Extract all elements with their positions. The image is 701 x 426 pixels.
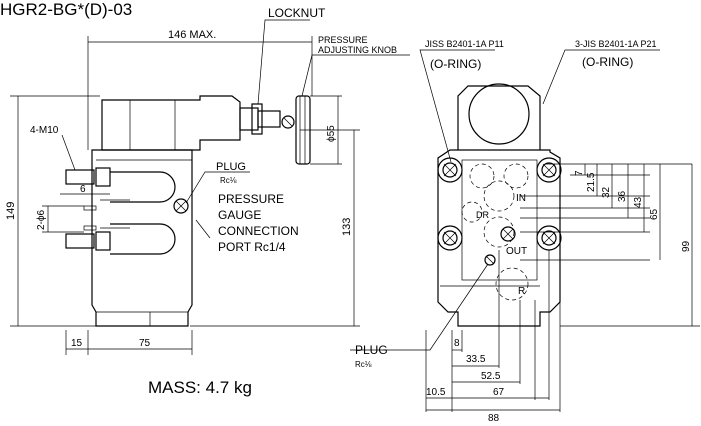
bolt-lower bbox=[65, 233, 95, 249]
dimension-lines bbox=[10, 36, 700, 412]
gauge-label-3: CONNECTION bbox=[218, 224, 299, 238]
side-view bbox=[65, 95, 311, 327]
plug-bottom-size: Rc⅛ bbox=[355, 360, 372, 369]
dim-88: 88 bbox=[488, 413, 500, 424]
locknut-label: LOCKNUT bbox=[268, 6, 326, 20]
dimension-values: 146 MAX. 149 133 ϕ55 6 2-ϕ6 15 75 7 21.5… bbox=[5, 29, 692, 424]
dim-75: 75 bbox=[139, 338, 151, 349]
dim-36: 36 bbox=[617, 190, 628, 202]
plug-top-label: PLUG bbox=[216, 161, 246, 173]
leaders bbox=[61, 19, 660, 351]
plug-side-view bbox=[173, 198, 189, 214]
dim-146: 146 MAX. bbox=[168, 29, 216, 41]
dim-65: 65 bbox=[649, 208, 660, 220]
side-view-body bbox=[91, 149, 193, 327]
dim-55: ϕ55 bbox=[326, 125, 337, 142]
knob-label-1: PRESSURE bbox=[318, 35, 368, 45]
dim-43: 43 bbox=[633, 196, 644, 208]
dim-52-5: 52.5 bbox=[481, 371, 501, 382]
jis-left-label: JISS B2401-1A P11 bbox=[425, 39, 504, 49]
port-in-circle bbox=[483, 180, 515, 212]
plug-bottom-label: PLUG bbox=[355, 343, 388, 357]
dim-6: 6 bbox=[80, 184, 86, 195]
jis-right-label: 3-JIS B2401-1A P21 bbox=[575, 39, 657, 49]
model-title: HGR2-BG*(D)-03 bbox=[0, 0, 132, 19]
plug-front-view bbox=[484, 254, 496, 266]
front-view-body bbox=[437, 149, 561, 327]
oring-left-label: (O-RING) bbox=[430, 57, 481, 71]
front-knob-circle bbox=[468, 83, 530, 145]
port-out-circle bbox=[483, 216, 515, 248]
dim-67: 67 bbox=[493, 387, 505, 398]
front-view bbox=[437, 83, 562, 327]
port-r-label: R bbox=[518, 286, 525, 297]
mass-label: MASS: 4.7 kg bbox=[148, 378, 252, 397]
port-dr-label: DR bbox=[476, 210, 489, 220]
gauge-label-2: GAUGE bbox=[218, 208, 261, 222]
dim-21-5: 21.5 bbox=[586, 172, 597, 192]
dim-32: 32 bbox=[601, 186, 612, 198]
adjusting-stem bbox=[239, 107, 259, 131]
dim-15: 15 bbox=[71, 338, 83, 349]
front-bolt-bl bbox=[437, 225, 463, 251]
dim-149: 149 bbox=[5, 202, 17, 220]
gauge-label-4: PORT Rc1/4 bbox=[218, 240, 286, 254]
plug-top-size: Rc⅛ bbox=[220, 176, 237, 185]
dim-133: 133 bbox=[341, 218, 353, 236]
dim-33-5: 33.5 bbox=[466, 354, 486, 365]
dim-99: 99 bbox=[681, 240, 692, 252]
dim-8: 8 bbox=[454, 338, 460, 349]
bolt-upper bbox=[65, 169, 95, 185]
knob-label-2: ADJUSTING KNOB bbox=[318, 45, 397, 55]
locknut-body bbox=[251, 103, 263, 135]
port-dr-circle bbox=[461, 201, 483, 223]
gauge-label-1: PRESSURE bbox=[218, 192, 284, 206]
side-view-pilot-head bbox=[101, 95, 241, 151]
port-out-label: OUT bbox=[506, 246, 527, 257]
oring-right-label: (O-RING) bbox=[582, 55, 633, 69]
m10-label: 4-M10 bbox=[30, 125, 59, 136]
front-bolt-tr bbox=[536, 157, 562, 183]
port-r-circle bbox=[495, 267, 529, 301]
front-view-head bbox=[457, 85, 541, 150]
callouts: LOCKNUT PRESSURE ADJUSTING KNOB JISS B24… bbox=[30, 6, 657, 369]
dim-phi6: 2-ϕ6 bbox=[36, 210, 47, 230]
dim-10-5: 10.5 bbox=[426, 387, 446, 398]
port-in-label: IN bbox=[516, 193, 526, 204]
dim-7: 7 bbox=[574, 170, 585, 176]
